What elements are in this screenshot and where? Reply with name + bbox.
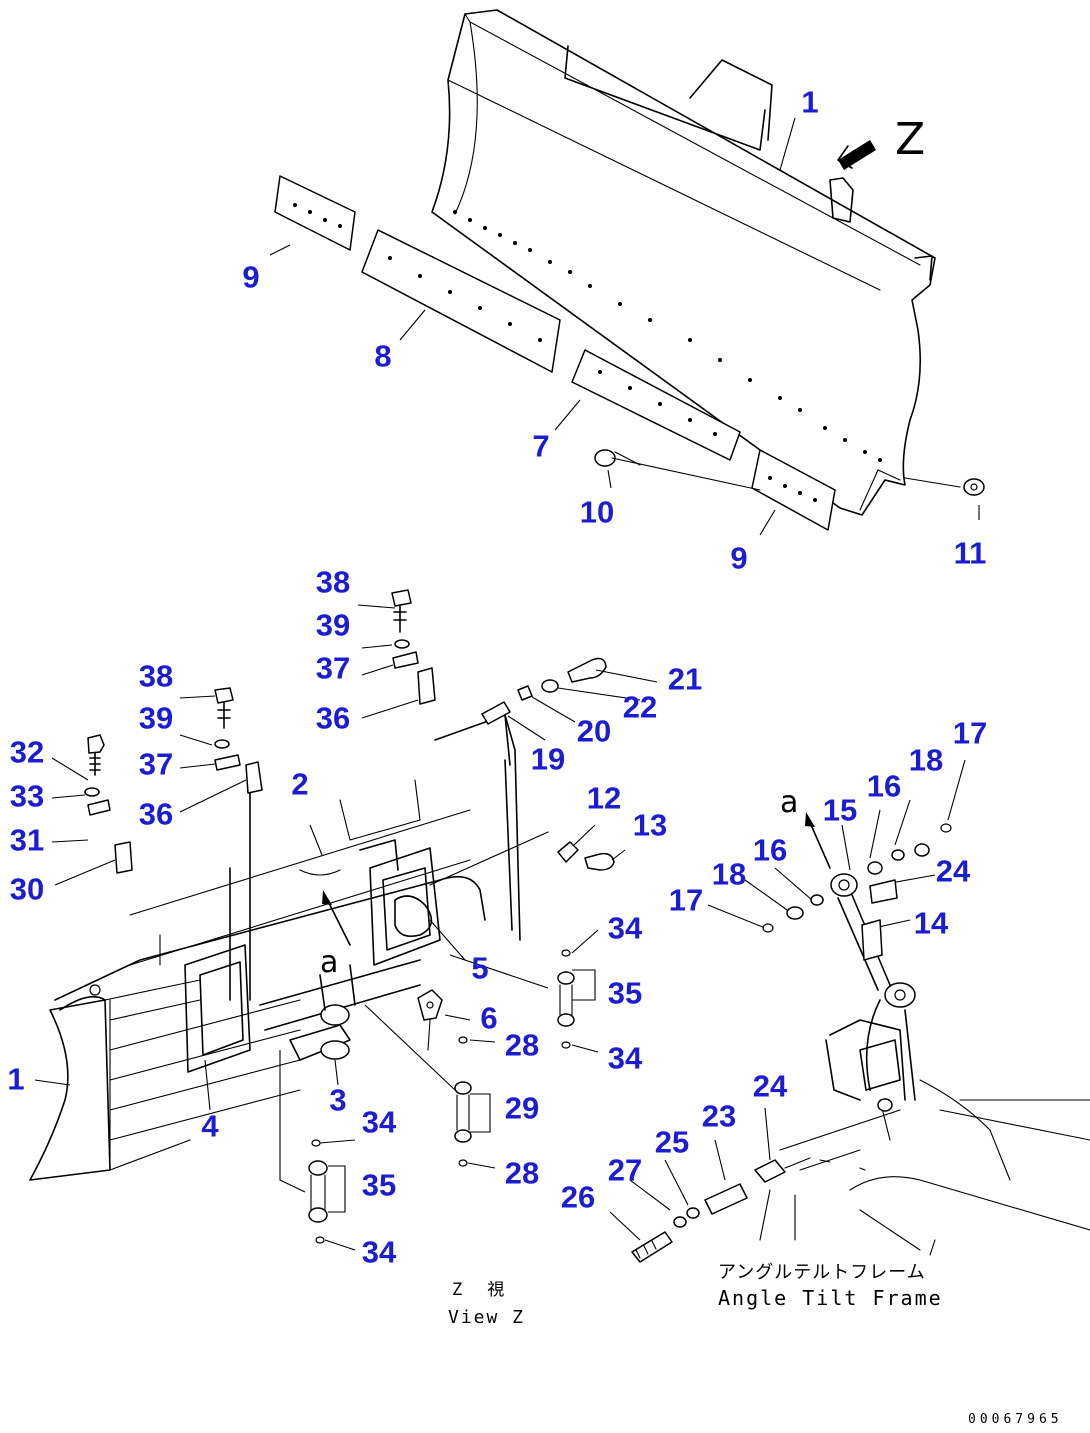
hardware-left [84,589,436,1001]
callout-9-upper-left: 9 [242,259,260,295]
callout-34-c: 34 [361,1104,397,1140]
frame-structure [129,714,521,1073]
callout-29: 29 [504,1090,540,1126]
callout-39-b: 39 [138,700,174,736]
frame-caption-jp: アングルテルトフレーム [718,1262,926,1283]
pin-stacks [308,949,575,1244]
hardware-19-22 [481,657,607,725]
view-z-marker: Z [895,114,926,165]
callout-5: 5 [471,950,489,986]
callout-28-b: 28 [504,1155,540,1191]
callout-22: 22 [622,689,658,725]
cutting-edges [274,175,836,531]
hardware-12-13 [429,831,615,886]
callout-1-top: 1 [801,84,819,120]
callout-37-a: 37 [315,650,351,686]
hardware-23-27 [631,1157,811,1263]
callout-21: 21 [667,661,703,697]
view-z-caption-en: View Z [448,1307,526,1328]
z-direction-arrow [837,140,876,170]
callout-3: 3 [329,1082,347,1118]
callout-34-b: 34 [607,1040,643,1076]
callout-12: 12 [586,780,622,816]
callout-7: 7 [532,428,550,464]
callout-18-left: 18 [711,856,747,892]
callout-34-a: 34 [607,910,643,946]
callout-17-left: 17 [668,882,704,918]
callout-32: 32 [9,734,45,770]
section-a-marker-right: a [780,785,799,820]
callout-8: 8 [374,338,392,374]
callout-6: 6 [480,1000,498,1036]
angle-tilt-frame [759,823,1090,1256]
callout-30: 30 [9,871,45,907]
view-z-caption-jp: Z 視 [452,1280,509,1300]
drawing-id: 00067965 [968,1412,1063,1427]
blade-top [431,9,936,516]
section-arrows [322,812,831,946]
callout-31: 31 [9,822,45,858]
callout-17-right: 17 [952,715,988,751]
callout-18-right: 18 [908,742,944,778]
callout-14: 14 [913,905,949,941]
callout-24-upper: 24 [935,853,971,889]
callout-39-a: 39 [315,607,351,643]
callout-38-a: 38 [315,564,351,600]
callout-33: 33 [9,778,45,814]
callout-35-a: 35 [607,975,643,1011]
callout-4: 4 [201,1108,219,1144]
callout-34-d: 34 [361,1234,397,1270]
callout-23: 23 [701,1098,737,1134]
callout-1-lower: 1 [7,1061,25,1097]
callout-25: 25 [654,1124,690,1160]
blade-side [29,875,486,1181]
callout-2: 2 [291,766,309,802]
callout-16-right: 16 [866,768,902,804]
callout-11: 11 [953,535,987,571]
callout-10: 10 [579,494,615,530]
callout-37-b: 37 [138,746,174,782]
bolt-and-nut [594,449,985,496]
callout-27: 27 [607,1152,643,1188]
callout-38-b: 38 [138,658,174,694]
leader-lines [34,117,980,1251]
callout-19: 19 [530,741,566,777]
section-a-marker-left: a [320,945,339,980]
callout-28-a: 28 [504,1027,540,1063]
callout-15: 15 [822,792,858,828]
callout-26: 26 [560,1179,596,1215]
callout-36-b: 36 [138,796,174,832]
frame-caption-en: Angle Tilt Frame [718,1286,943,1310]
callout-16-left: 16 [752,832,788,868]
callout-24-lower: 24 [752,1068,788,1104]
callout-9-upper-right: 9 [730,540,748,576]
callout-35-b: 35 [361,1167,397,1203]
callout-20: 20 [576,713,612,749]
callout-36-a: 36 [315,700,351,736]
callout-13: 13 [632,807,668,843]
